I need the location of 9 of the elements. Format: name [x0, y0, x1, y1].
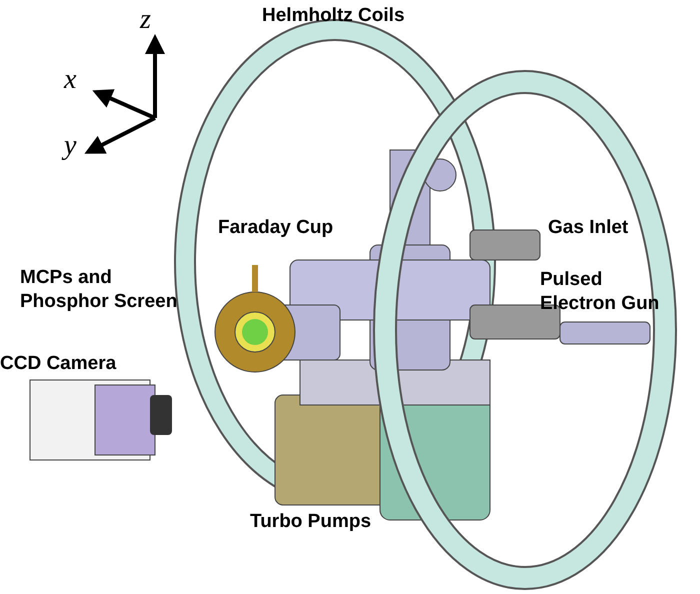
axis-label: y: [64, 132, 76, 160]
part-label: Turbo Pumps: [250, 510, 372, 534]
axis-label: x: [64, 66, 76, 94]
part-label: Gas Inlet: [548, 216, 628, 240]
part-label: Faraday Cup: [218, 216, 334, 240]
part-label: MCPs and Phosphor Screen: [20, 266, 178, 314]
part-label: Helmholtz Coils: [262, 4, 405, 28]
part-label: CCD Camera: [0, 352, 116, 376]
axis-label: z: [140, 6, 151, 34]
